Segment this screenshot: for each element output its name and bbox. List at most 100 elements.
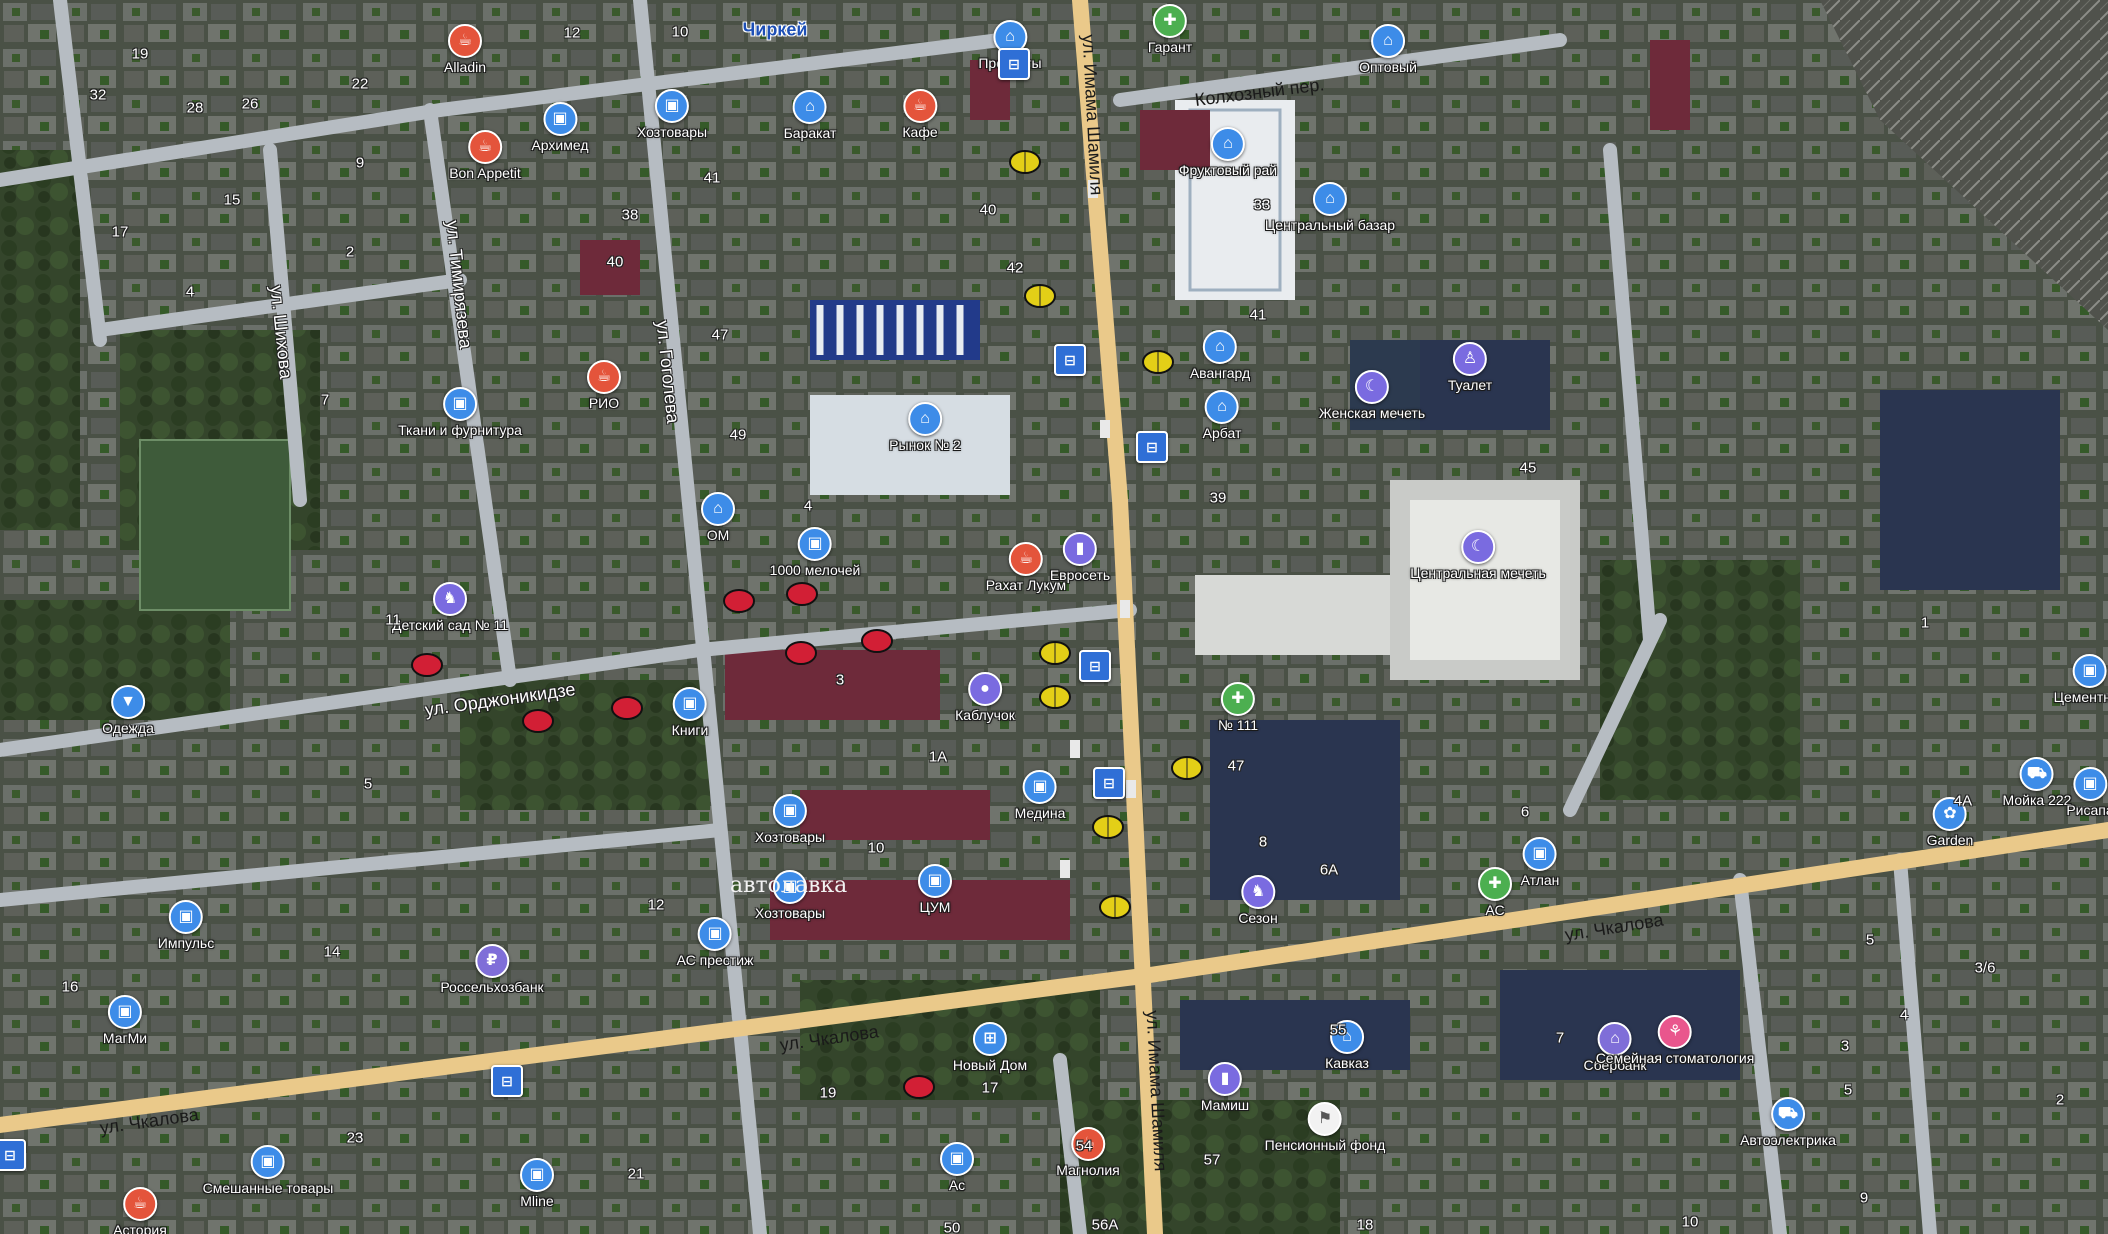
bus-stop[interactable]: ⊟ (491, 1065, 523, 1097)
bank-icon: ⌂ (1597, 1022, 1632, 1056)
bus-stop[interactable]: ⊟ (1054, 344, 1086, 376)
poi-marker[interactable]: ▣Ткани и фурнитура (398, 387, 522, 438)
poi-marker[interactable]: ▮Мамиш (1201, 1062, 1249, 1113)
poi-marker[interactable]: ⌂Центральный базар (1265, 182, 1395, 233)
red-roofs (580, 40, 1690, 940)
poi-marker[interactable]: ▣Хозтовары (755, 870, 825, 921)
poi-marker[interactable]: ▣МагМи (103, 995, 147, 1046)
basket-icon: ⌂ (1313, 182, 1347, 216)
dot-icon: ● (968, 672, 1002, 706)
poi-marker[interactable]: ▼Одежда (102, 685, 154, 736)
poi-marker[interactable]: ⚘Семейная стоматология (1596, 1015, 1754, 1066)
poi-label: Mline (520, 1193, 554, 1209)
poi-label: Импульс (157, 935, 215, 951)
poi-marker[interactable]: ▣Ас (940, 1142, 974, 1193)
poi-label: Архимед (531, 137, 589, 153)
poi-marker[interactable]: ☕Астория (113, 1187, 167, 1234)
poi-label: Каблучок (955, 707, 1015, 723)
bus-stop[interactable]: ⊟ (1136, 431, 1168, 463)
poi-marker[interactable]: ✚Гарант (1148, 4, 1192, 55)
poi-marker[interactable]: ⌂Баракат (783, 90, 837, 141)
poi-marker[interactable]: ▮Евросеть (1050, 532, 1110, 583)
poi-marker[interactable]: ⛟Мойка 222 (2003, 757, 2071, 808)
poi-label: Баракат (783, 125, 837, 141)
poi-marker[interactable]: ⊞Новый Дом (953, 1022, 1027, 1073)
cup-icon: ☕ (1071, 1127, 1105, 1161)
shopping-bag-icon: ▣ (672, 687, 707, 721)
poi-marker[interactable]: ▣Медина (1015, 770, 1065, 821)
poi-marker[interactable]: ⚑Пенсионный фонд (1265, 1102, 1385, 1153)
poi-label: Новый Дом (952, 1057, 1028, 1073)
bus-stop[interactable]: ⊟ (1079, 650, 1111, 682)
poi-marker[interactable]: ▣Цементная (2054, 654, 2108, 705)
poi-marker[interactable]: ✚№ 111 (1218, 682, 1258, 733)
bus-stop[interactable]: ⊟ (998, 48, 1030, 80)
poi-marker[interactable]: ▣Архимед (531, 102, 589, 153)
poi-marker[interactable]: ⌂Арбат (1203, 390, 1241, 441)
flag-icon: ⚑ (1307, 1102, 1342, 1136)
poi-marker[interactable]: ▣Атлан (1521, 837, 1559, 888)
poi-marker[interactable]: ▣Книги (671, 687, 709, 738)
phone-icon: ▮ (1063, 532, 1097, 566)
poi-label: Смешанные товары (202, 1180, 334, 1196)
poi-marker[interactable]: ●Каблучок (955, 672, 1015, 723)
phone-icon: ▮ (1207, 1062, 1242, 1096)
car-icon: ⛟ (2020, 757, 2054, 791)
car-icon: ⛟ (1770, 1097, 1805, 1131)
poi-marker[interactable]: ⛟Автоэлектрика (1740, 1097, 1836, 1148)
toilet-icon: ♙ (1452, 342, 1487, 376)
poi-marker[interactable]: ✚АС (1478, 867, 1512, 918)
poi-marker[interactable]: ▣Рисапа (2066, 767, 2108, 818)
poi-marker[interactable]: ⌂Фруктовый рай (1179, 127, 1277, 178)
poi-marker[interactable]: ▣Смешанные товары (202, 1145, 334, 1196)
poi-marker[interactable]: ☕Рахат Лукум (986, 542, 1066, 593)
poi-label: Центральная мечеть (1410, 565, 1546, 581)
poi-marker[interactable]: ☕Bon Appetit (449, 130, 521, 181)
poi-marker[interactable]: ⌂Рынок № 2 (889, 402, 961, 453)
poi-marker[interactable]: ♞Сезон (1238, 875, 1278, 926)
rocking-horse-icon: ♞ (433, 582, 467, 616)
cross-icon: ✚ (1478, 867, 1512, 901)
poi-marker[interactable]: ☕Alladin (444, 24, 486, 75)
poi-marker[interactable]: ₽Россельхозбанк (440, 944, 544, 995)
poi-marker[interactable]: ⌂ОМ (701, 492, 735, 543)
yellow-markers (1009, 150, 1203, 919)
poi-label: Книги (671, 722, 709, 738)
poi-label: ЦУМ (919, 899, 951, 915)
cup-icon: ☕ (468, 130, 502, 164)
bus-stop[interactable]: ⊟ (1093, 767, 1125, 799)
poi-marker[interactable]: ▣ЦУМ (918, 864, 952, 915)
poi-marker[interactable]: ☕Магнолия (1056, 1127, 1120, 1178)
basket-icon: ⌂ (907, 402, 942, 436)
poi-marker[interactable]: ☕РИО (587, 360, 621, 411)
poi-marker[interactable]: ▣Хозтовары (755, 794, 825, 845)
shopping-bag-icon: ▣ (655, 89, 689, 123)
poi-marker[interactable]: ▣Импульс (158, 900, 214, 951)
poi-marker[interactable]: ☾Центральная мечеть (1410, 530, 1546, 581)
poi-marker[interactable]: ▣Mline (520, 1158, 554, 1209)
poi-label: № 111 (1217, 717, 1259, 733)
poi-marker[interactable]: ⌂Оптовый (1359, 24, 1417, 75)
basket-icon: ⌂ (1202, 330, 1237, 364)
poi-marker[interactable]: ⌂Сбербанк (1584, 1022, 1646, 1073)
poi-marker[interactable]: ▣1000 мелочей (769, 527, 861, 578)
poi-label: 1000 мелочей (769, 562, 861, 578)
red-marker (611, 696, 643, 720)
bus-stop[interactable]: ⊟ (0, 1139, 26, 1171)
poi-marker[interactable]: ♞Детский сад № 11 (392, 582, 508, 633)
poi-marker[interactable]: ☕Кафе (902, 89, 938, 140)
red-marker (785, 641, 817, 665)
poi-marker[interactable]: ▣Хозтовары (637, 89, 707, 140)
cup-icon: ☕ (122, 1187, 157, 1221)
sports-field (139, 439, 291, 611)
poi-marker[interactable]: ✿Garden (1927, 797, 1973, 848)
poi-marker[interactable]: ⌂Кавказ (1325, 1020, 1369, 1071)
poi-marker[interactable]: ⌂Авангард (1190, 330, 1250, 381)
poi-marker[interactable]: ♙Туалет (1448, 342, 1492, 393)
poi-marker[interactable]: ▣АС престиж (677, 917, 753, 968)
poi-marker[interactable]: ☾Женская мечеть (1319, 370, 1425, 421)
